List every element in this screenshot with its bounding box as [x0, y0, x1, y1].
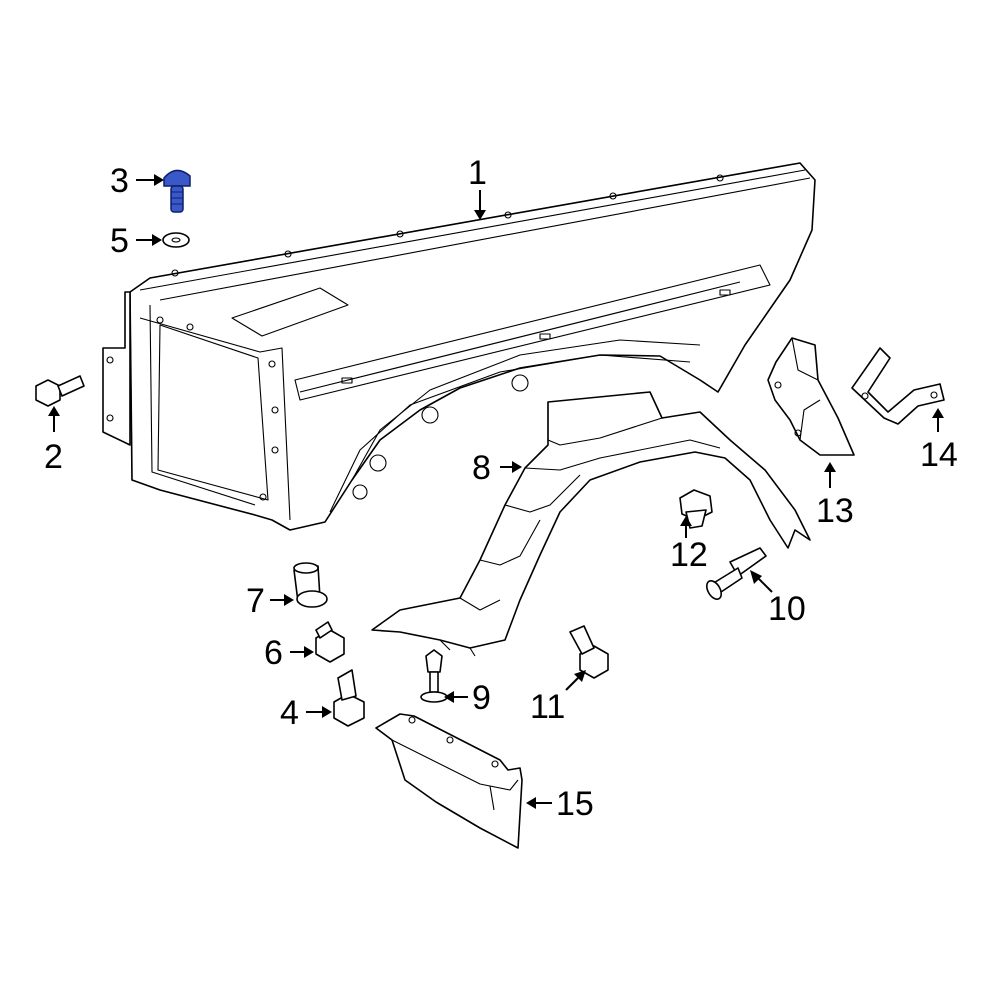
callout-8: 8: [472, 449, 491, 487]
callout-11: 11: [530, 688, 565, 726]
callout-10: 10: [768, 590, 806, 628]
callout-12: 12: [670, 536, 708, 574]
callout-6: 6: [264, 634, 283, 672]
callout-5: 5: [110, 222, 129, 260]
callout-3: 3: [110, 162, 129, 200]
callout-14: 14: [920, 436, 958, 474]
part-6-nut[interactable]: [315, 621, 345, 663]
callout-1: 1: [468, 154, 487, 192]
callout-13: 13: [816, 492, 854, 530]
callout-arrows: [48, 174, 944, 809]
part-3-bolt-highlighted[interactable]: [163, 169, 191, 213]
part-2-bolt[interactable]: [35, 375, 85, 407]
callout-2: 2: [44, 438, 63, 476]
part-7-grommet[interactable]: [293, 562, 328, 608]
callout-15: 15: [556, 785, 594, 823]
part-9-push-pin[interactable]: [420, 649, 448, 703]
callout-labels: 1 2 3 4 5 6 7 8 9 10 11 12 13 14 15: [44, 154, 958, 823]
part-10-push-pin[interactable]: [704, 547, 767, 602]
part-1-fender[interactable]: [102, 162, 816, 531]
part-15-splash-shield[interactable]: [375, 713, 523, 849]
part-8-wheelhouse-liner[interactable]: [371, 391, 811, 657]
part-11-bolt[interactable]: [569, 625, 609, 679]
part-13-bracket[interactable]: [767, 337, 855, 456]
callout-4: 4: [280, 694, 299, 732]
callout-7: 7: [246, 582, 265, 620]
part-14-bracket[interactable]: [851, 347, 945, 425]
part-5-washer[interactable]: [162, 232, 190, 248]
part-4-bolt[interactable]: [333, 669, 365, 727]
part-12-clip[interactable]: [679, 489, 713, 529]
callout-9: 9: [472, 679, 491, 717]
